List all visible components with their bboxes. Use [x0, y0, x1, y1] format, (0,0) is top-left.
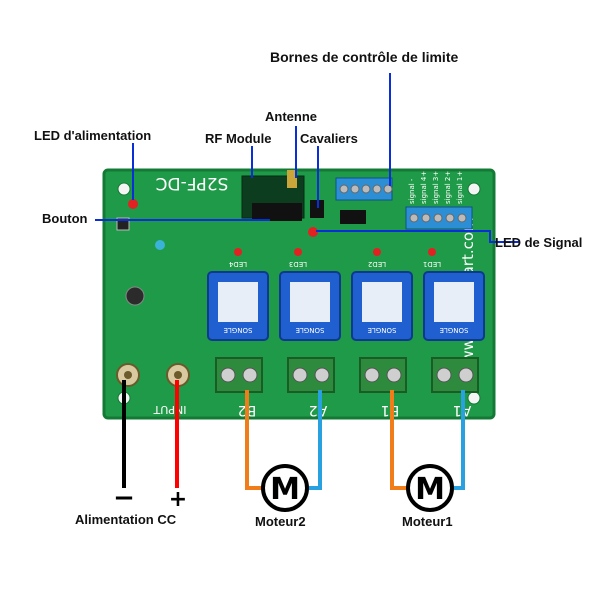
mounting-hole — [117, 182, 131, 196]
input-jack-negative-center — [124, 371, 132, 379]
terminal-screw — [364, 367, 380, 383]
motor2-letter: M — [270, 472, 300, 507]
label-motor1: Moteur1 — [402, 514, 453, 529]
motor1-symbol — [406, 464, 454, 512]
board-model-text: S2PF-DC — [156, 173, 229, 193]
terminal-screw — [458, 367, 474, 383]
terminal-screw — [386, 367, 402, 383]
wire-motor1-orange — [390, 390, 406, 490]
relay-4: SONGLE — [207, 271, 269, 341]
relay-led-1 — [428, 248, 436, 256]
terminal-screw — [372, 184, 382, 194]
minus-sign: − — [113, 483, 135, 513]
terminal-screw — [220, 367, 236, 383]
relay-led-2 — [373, 248, 381, 256]
output-terminal-4 — [215, 357, 263, 393]
small-chip — [340, 210, 366, 224]
terminal-screw — [361, 184, 371, 194]
label-signal-led: LED de Signal — [495, 235, 583, 250]
wire-motor2-blue — [309, 390, 322, 490]
output-terminal-1 — [431, 357, 479, 393]
relay-2: SONGLE — [351, 271, 413, 341]
antenna-coil — [287, 170, 297, 188]
relay-brand: SONGLE — [296, 326, 325, 334]
jumper-block — [310, 200, 324, 218]
relay-brand: SONGLE — [440, 326, 469, 334]
power-led — [128, 199, 138, 209]
label-antenna: Antenne — [265, 109, 317, 124]
callout-signal-led — [316, 230, 520, 243]
label-limit-terminals: Bornes de contrôle de limite — [270, 49, 459, 65]
wire-motor2-orange — [245, 390, 262, 490]
terminal-screw — [242, 367, 258, 383]
led-name: LED2 — [368, 260, 386, 268]
output-terminal-2 — [359, 357, 407, 393]
input-jack-positive-center — [174, 371, 182, 379]
relay-1: SONGLE — [423, 271, 485, 341]
relay-brand: SONGLE — [224, 326, 253, 334]
wire-motor1-blue — [454, 390, 465, 490]
output-terminal-3 — [287, 357, 335, 393]
input-label: INPUT — [153, 403, 186, 416]
label-motor2: Moteur2 — [255, 514, 306, 529]
terminal-screw — [433, 213, 443, 223]
signal-label: signal 1+ — [456, 171, 464, 204]
terminal-screw — [409, 213, 419, 223]
label-rf-module: RF Module — [205, 131, 272, 146]
led-name: LED4 — [228, 260, 247, 268]
relay-led-3 — [294, 248, 302, 256]
terminal-screw — [314, 367, 330, 383]
relay-3: SONGLE — [279, 271, 341, 341]
led-name: LED3 — [289, 260, 307, 268]
terminal-screw — [445, 213, 455, 223]
led-name: LED1 — [423, 260, 441, 268]
signal-label: signal - — [408, 178, 416, 204]
transistor — [155, 240, 165, 250]
decoder-chip — [252, 203, 302, 221]
label-power-dc: Alimentation CC — [75, 512, 177, 527]
relay-led-4 — [234, 248, 242, 256]
motor1-letter: M — [415, 472, 445, 507]
motor2-symbol — [261, 464, 309, 512]
terminal-screw — [350, 184, 360, 194]
terminal-screw — [421, 213, 431, 223]
relay-brand: SONGLE — [368, 326, 397, 334]
mounting-hole — [467, 182, 481, 196]
terminal-screw — [383, 184, 393, 194]
terminal-screw — [436, 367, 452, 383]
signal-label: signal 3+ — [432, 171, 440, 204]
signal-led — [308, 227, 318, 237]
label-power-led: LED d'alimentation — [34, 128, 152, 143]
capacitor — [125, 286, 145, 306]
terminal-screw — [457, 213, 467, 223]
terminal-screw — [292, 367, 308, 383]
label-jumpers: Cavaliers — [300, 131, 358, 146]
terminal-screw — [339, 184, 349, 194]
label-button: Bouton — [42, 211, 88, 226]
signal-label: signal 4+ — [420, 171, 428, 204]
signal-label: signal 2+ — [444, 171, 452, 204]
plus-sign: + — [169, 487, 187, 512]
